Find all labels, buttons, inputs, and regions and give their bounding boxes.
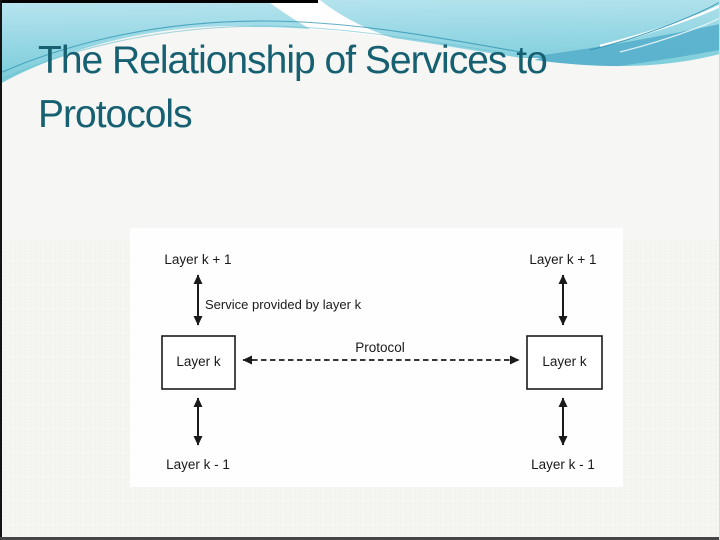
frame-edge-top <box>0 0 318 3</box>
slide-title-line-1: The Relationship of Services to <box>38 39 548 82</box>
frame-edge-left <box>0 0 2 540</box>
banner-boundary-teal-line-2 <box>0 25 506 81</box>
service-provided-label: Service provided by layer k <box>205 297 362 312</box>
layer-k-box-left <box>161 335 236 390</box>
frame-edge-bottom <box>0 537 720 540</box>
banner-corner-teal-line <box>589 1 720 51</box>
layer-k-minus-1-label-right: Layer k - 1 <box>531 457 595 472</box>
layer-k-box-right <box>526 335 603 390</box>
banner-wave-graphic <box>0 0 720 240</box>
layer-k-minus-1-label-left: Layer k - 1 <box>166 457 230 472</box>
banner-boundary-teal-line <box>0 20 521 74</box>
layer-k-plus-1-label-left: Layer k + 1 <box>164 252 231 267</box>
services-protocols-diagram: Layer k + 1 Layer k + 1 Service provided… <box>161 252 603 472</box>
slide-title: The Relationship of Services to Protocol… <box>38 34 548 142</box>
banner-corner-white-line-2 <box>619 17 720 53</box>
banner-white-ribbon <box>266 0 540 72</box>
layer-k-plus-1-label-right: Layer k + 1 <box>529 252 596 267</box>
slide-title-line-2: Protocols <box>38 93 193 136</box>
layer-k-box-left-label: Layer k <box>176 354 221 369</box>
diagram-panel: Layer k + 1 Layer k + 1 Service provided… <box>130 228 623 487</box>
layer-k-box-right-label: Layer k <box>542 354 587 369</box>
banner-white-field <box>0 27 720 240</box>
protocol-label: Protocol <box>355 340 405 355</box>
